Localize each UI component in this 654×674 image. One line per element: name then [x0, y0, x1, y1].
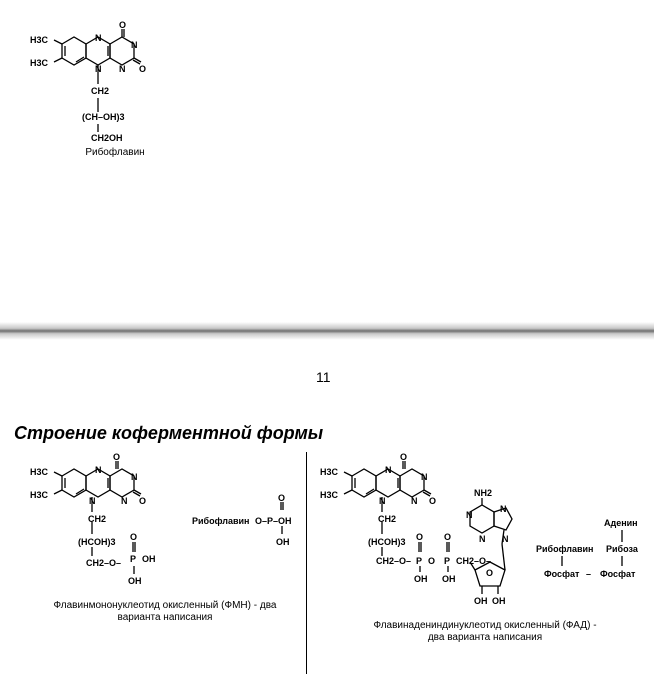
svg-text:O: O	[428, 556, 435, 566]
methyl-label: H3C	[30, 35, 49, 45]
nitrogen-label: N	[95, 64, 102, 74]
svg-text:N: N	[379, 496, 386, 506]
svg-text:CH2: CH2	[88, 514, 106, 524]
svg-text:OH: OH	[276, 537, 290, 547]
page-separator	[0, 322, 654, 340]
svg-text:CH2: CH2	[378, 514, 396, 524]
nitrogen-label: N	[131, 40, 138, 50]
ch2oh-label: CH2OH	[91, 133, 123, 143]
svg-text:N: N	[500, 504, 507, 514]
svg-text:Фосфат: Фосфат	[600, 569, 636, 579]
svg-text:O: O	[113, 452, 120, 462]
fmn-structure: H3C H3C N N N N O O CH2 (HCOH)3 CH2–O– O…	[30, 452, 156, 586]
svg-text:Рибофлавин: Рибофлавин	[192, 516, 249, 526]
ch2-label: CH2	[91, 86, 109, 96]
svg-text:N: N	[466, 510, 473, 520]
svg-text:O: O	[139, 496, 146, 506]
svg-text:Рибофлавин: Рибофлавин	[536, 544, 593, 554]
fad-scheme: Аденин Рибофлавин Рибоза Фосфат – Фосфат	[536, 518, 639, 579]
svg-text:N: N	[479, 534, 486, 544]
svg-text:OH: OH	[414, 574, 428, 584]
svg-text:O: O	[429, 496, 436, 506]
svg-text:Фосфат: Фосфат	[544, 569, 580, 579]
svg-text:N: N	[385, 465, 392, 475]
svg-text:OH: OH	[474, 596, 488, 606]
fad-caption: Флавинадениндинуклеотид окисленный (ФАД)…	[373, 620, 597, 643]
fad-structure: H3C H3C N N N N O O CH2 (HCOH)3 CH2–O– O…	[320, 452, 513, 606]
fmn-caption: Флавинмононуклеотид окисленный (ФМН) - д…	[53, 600, 277, 623]
svg-text:P: P	[444, 556, 450, 566]
fmn-short-structure: Рибофлавин O–P–OH O OH	[192, 494, 292, 547]
svg-text:N: N	[121, 496, 128, 506]
svg-text:CH2–O–: CH2–O–	[86, 558, 121, 568]
svg-text:Рибоза: Рибоза	[606, 544, 639, 554]
svg-text:OH: OH	[442, 574, 456, 584]
svg-text:CH2–O–: CH2–O–	[376, 556, 411, 566]
svg-text:P: P	[130, 554, 136, 564]
nitrogen-label: N	[119, 64, 126, 74]
svg-text:N: N	[502, 534, 509, 544]
oxygen-label: O	[139, 64, 146, 74]
svg-text:–: –	[586, 569, 591, 579]
section-heading: Строение коферментной формы	[14, 423, 324, 443]
chain-label: (CH–OH)3	[82, 112, 125, 122]
svg-text:H3C: H3C	[30, 467, 49, 477]
svg-text:CH2–O–: CH2–O–	[456, 556, 491, 566]
svg-text:O: O	[130, 532, 137, 542]
svg-text:N: N	[411, 496, 418, 506]
svg-text:OH: OH	[128, 576, 142, 586]
svg-text:H3C: H3C	[320, 490, 339, 500]
svg-text:N: N	[95, 465, 102, 475]
svg-text:P: P	[416, 556, 422, 566]
svg-text:N: N	[421, 472, 428, 482]
svg-text:O: O	[400, 452, 407, 462]
methyl-label: H3C	[30, 58, 49, 68]
nitrogen-label: N	[95, 33, 102, 43]
svg-text:O: O	[416, 532, 423, 542]
svg-text:OH: OH	[492, 596, 506, 606]
svg-text:N: N	[89, 496, 96, 506]
oxygen-label: O	[119, 20, 126, 30]
svg-text:NH2: NH2	[474, 488, 492, 498]
svg-text:O–P–OH: O–P–OH	[255, 516, 292, 526]
svg-text:(HCOH)3: (HCOH)3	[78, 537, 116, 547]
svg-text:H3C: H3C	[30, 490, 49, 500]
svg-text:O: O	[486, 568, 493, 578]
column-divider	[306, 452, 307, 674]
page-number: 11	[316, 369, 331, 385]
svg-text:OH: OH	[142, 554, 156, 564]
riboflavin-caption: Рибофлавин	[85, 147, 145, 158]
svg-text:(HCOH)3: (HCOH)3	[368, 537, 406, 547]
svg-text:N: N	[131, 472, 138, 482]
svg-text:O: O	[444, 532, 451, 542]
riboflavin-structure: H3C H3C N N N N O O CH2 (CH–OH)3 CH2OH	[30, 20, 146, 143]
svg-text:O: O	[278, 494, 285, 503]
svg-text:H3C: H3C	[320, 467, 339, 477]
svg-text:Аденин: Аденин	[604, 518, 638, 528]
